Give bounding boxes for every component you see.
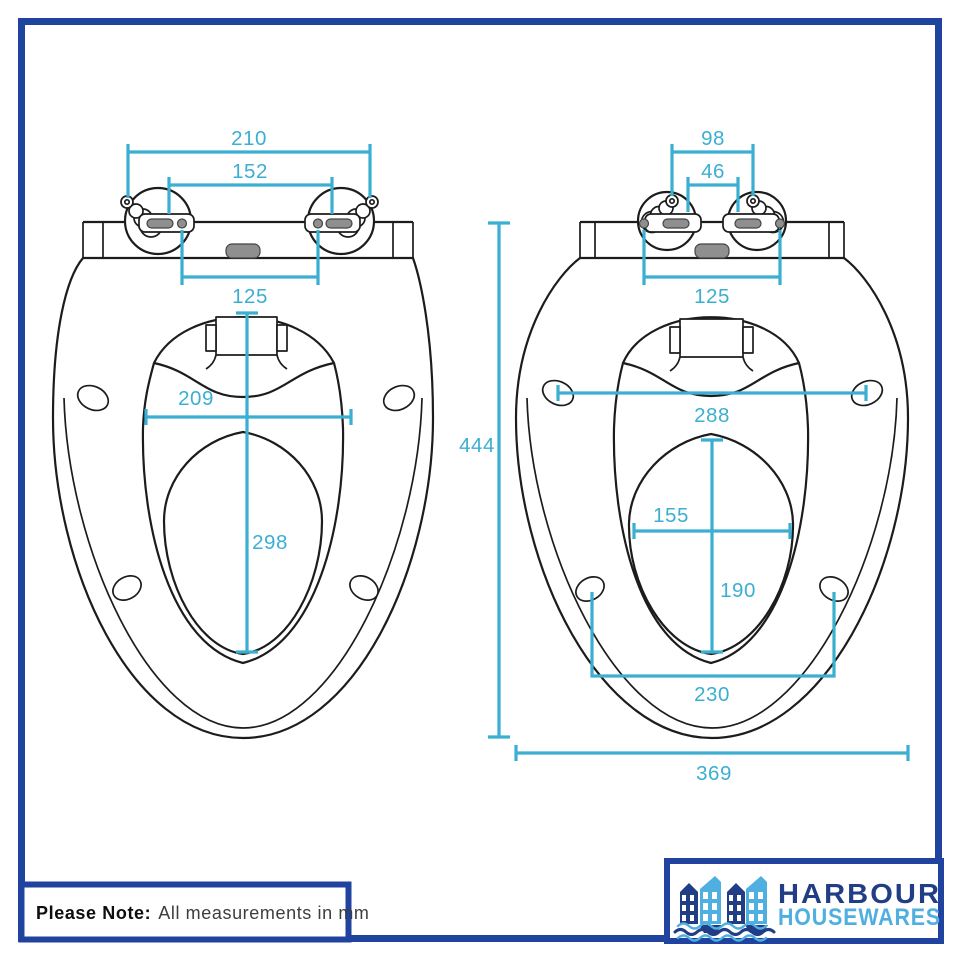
dimension-front-span: 230 [590,592,836,706]
dim-label-288: 288 [694,404,730,427]
lid-bump [225,243,261,259]
dim-label-155: 155 [653,504,689,527]
dim-label-125-right: 125 [694,285,730,308]
hinge-slot-left [146,218,174,229]
water-wave-1 [676,922,768,930]
hinge-bracket [669,318,754,372]
bumper-upper-right [382,384,416,412]
note-label-bold: Please Note: [36,903,151,923]
lid-bump [694,243,730,259]
bumper-lower-right [819,576,849,602]
inner-opening-outline [141,316,345,665]
dim-label-230: 230 [694,683,730,706]
dimension-slot-span: 46 [686,160,740,212]
dimension-overall-width: 369 [514,745,910,785]
dimension-inner-width: 209 [144,387,353,425]
dimension-bumper-span: 288 [556,385,868,427]
seat-hole [162,430,324,656]
dim-label-209: 209 [178,387,214,410]
saddle-curve [153,361,335,399]
hinge-slot-right [734,218,762,229]
dimension-hole-length: 190 [701,438,756,654]
note-text: Please Note: All measurements in mm [36,903,370,923]
seat-inner-contour [526,397,898,729]
fixing-dot-left [176,218,188,229]
harbour-houses-icon [673,876,776,942]
dim-label-152: 152 [232,160,268,183]
dim-label-210: 210 [231,127,267,150]
dim-label-98: 98 [701,127,725,150]
water-wave-2 [673,928,776,936]
dim-label-125-left: 125 [232,285,268,308]
dim-label-190: 190 [720,579,756,602]
dimension-screw-span: 98 [670,127,755,196]
dimension-hinge-span: 210 [126,127,372,198]
dim-label-369: 369 [696,762,732,785]
note-box: Please Note: All measurements in mm [18,881,370,943]
logo-text-line1: HARBOUR [778,878,941,909]
note-label-rest: All measurements in mm [158,903,369,923]
seat-inner-contour [63,397,423,729]
fixing-dot-left [638,218,650,229]
seat-drawing-left [51,186,435,740]
dim-label-444: 444 [459,434,495,457]
fixing-dot-right [312,218,324,229]
bumper-lower-left [575,576,605,602]
note-box-border [18,881,352,943]
dimension-overall-length: 444 [459,221,510,739]
page-frame-border [18,18,942,942]
dim-label-298: 298 [252,531,288,554]
hinge-slot-left [662,218,690,229]
inner-opening-outline [612,316,810,665]
bumper-lower-left [112,575,142,601]
hinge-slot-right [325,218,353,229]
dimension-slot-span: 152 [167,160,334,214]
fixing-dot-right [774,218,786,229]
saddle-curve [622,361,800,398]
water-wave-3 [676,934,768,942]
bumper-upper-left [76,384,110,412]
dimension-fixing-span: 125 [180,230,320,308]
hinge-band-tab-lines [82,222,414,258]
hinge-band-tab-lines [579,222,845,258]
dimension-inner-length: 298 [236,311,288,654]
dim-label-46: 46 [701,160,725,183]
bumper-lower-right [349,575,379,601]
logo-text-line2: HOUSEWARES [778,904,941,931]
dimensions-left-seat: 210 152 125 209 298 [126,127,372,654]
dimensions-right-seat: 98 46 125 288 155 190 230 369 [459,127,910,785]
dimension-fixing-span: 125 [642,230,782,308]
brand-logo-box: HARBOUR HOUSEWARES [664,858,944,944]
